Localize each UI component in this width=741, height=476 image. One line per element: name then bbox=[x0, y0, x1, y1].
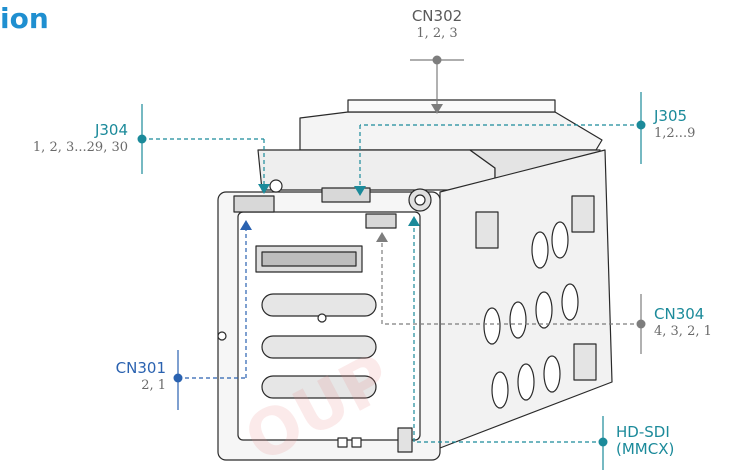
front-hole-center bbox=[317, 313, 327, 323]
top-rear-plate bbox=[347, 99, 556, 113]
side-oval-5 bbox=[535, 291, 553, 329]
front-slot-2 bbox=[261, 335, 377, 359]
cn304-dot bbox=[636, 319, 646, 329]
hdsdi-name: HD-SDI bbox=[616, 423, 670, 441]
side-oval-7 bbox=[491, 371, 509, 409]
j305-arrow bbox=[354, 186, 366, 196]
side-oval-3 bbox=[483, 307, 501, 345]
cn304-connector bbox=[365, 213, 397, 229]
j304-leader bbox=[141, 104, 265, 186]
bottom-square-2 bbox=[351, 437, 362, 448]
hdsdi-label: HD-SDI (MMCX) bbox=[616, 424, 674, 458]
front-slot-1 bbox=[261, 293, 377, 317]
side-oval-8 bbox=[517, 363, 535, 401]
cn301-name: CN301 bbox=[115, 359, 166, 377]
side-oval-9 bbox=[543, 355, 561, 393]
cn302-dot bbox=[432, 55, 442, 65]
front-hole-left bbox=[217, 331, 227, 341]
front-slot-3 bbox=[261, 375, 377, 399]
cn302-label: CN302 1, 2, 3 bbox=[408, 8, 466, 42]
cn301-arrow bbox=[240, 220, 252, 230]
j305-dot bbox=[636, 120, 646, 130]
j304-pins: 1, 2, 3...29, 30 bbox=[32, 140, 128, 155]
j304-label: J304 1, 2, 3...29, 30 bbox=[33, 122, 128, 156]
cn302-pins: 1, 2, 3 bbox=[416, 26, 458, 41]
side-oval-1 bbox=[531, 231, 549, 269]
hd-sdi-port bbox=[397, 427, 413, 453]
j304-name: J304 bbox=[94, 121, 128, 139]
hdsdi-arrow bbox=[408, 216, 420, 226]
side-oval-4 bbox=[509, 301, 527, 339]
j305-mount-core bbox=[414, 194, 426, 206]
cn302-name: CN302 bbox=[411, 7, 463, 25]
j305-pins: 1,2...9 bbox=[654, 126, 696, 141]
side-bracket-1 bbox=[475, 211, 499, 249]
page-title: ion bbox=[0, 2, 49, 35]
cn301-dot bbox=[173, 373, 183, 383]
leader-markers bbox=[137, 55, 646, 447]
j304-arrow bbox=[258, 184, 270, 194]
hdsdi-dot bbox=[598, 437, 608, 447]
j305-label: J305 1,2...9 bbox=[654, 108, 695, 142]
front-connector-slot bbox=[261, 251, 357, 267]
side-bracket-3 bbox=[573, 343, 597, 381]
j305-name: J305 bbox=[654, 107, 688, 125]
camera-module-drawing bbox=[217, 99, 613, 461]
side-oval-2 bbox=[551, 221, 569, 259]
side-housing bbox=[439, 149, 613, 449]
cn302-leader bbox=[410, 59, 464, 104]
top-cover-plate bbox=[299, 111, 603, 151]
side-oval-6 bbox=[561, 283, 579, 321]
top-screw bbox=[269, 179, 283, 193]
j304-dot bbox=[137, 134, 147, 144]
cn304-name: CN304 bbox=[654, 305, 705, 323]
cn304-label: CN304 4, 3, 2, 1 bbox=[654, 306, 712, 340]
hdsdi-type: (MMCX) bbox=[616, 440, 675, 458]
cn302-arrow bbox=[431, 104, 443, 114]
j304-connector bbox=[233, 195, 275, 213]
cn301-pins: 2, 1 bbox=[141, 378, 166, 393]
top-board bbox=[257, 149, 496, 191]
cn301-label: CN301 2, 1 bbox=[116, 360, 166, 394]
bottom-square-1 bbox=[337, 437, 348, 448]
side-bracket-2 bbox=[571, 195, 595, 233]
cn304-arrow bbox=[376, 232, 388, 242]
cn304-pins: 4, 3, 2, 1 bbox=[654, 324, 712, 339]
